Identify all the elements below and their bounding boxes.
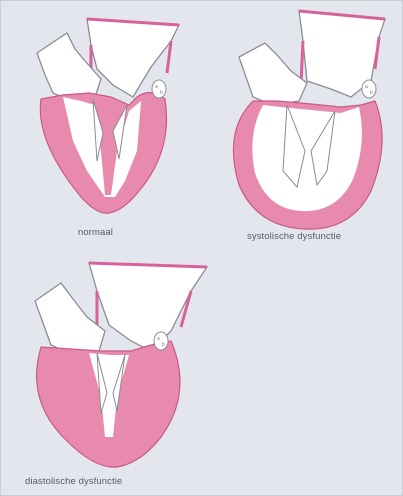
myocardium-normal xyxy=(40,92,166,213)
caption-normal: normaal xyxy=(78,227,113,238)
caption-systolic-dysfunction: systolische dysfunctie xyxy=(247,231,341,242)
caption-diastolic-dysfunction: diastolische dysfunctie xyxy=(25,476,122,487)
valve-label-diastolic-b: b xyxy=(162,342,165,348)
atrium-diastolic xyxy=(35,283,105,355)
valve-label-diastolic-a: a xyxy=(157,336,160,342)
valve-label-normal-a: a xyxy=(155,84,158,90)
heart-systolic-dysfunction-icon xyxy=(233,11,385,229)
valve-label-systolic-a: a xyxy=(365,84,368,90)
aorta-diastolic xyxy=(89,263,207,351)
heart-diastolic-dysfunction-icon xyxy=(35,263,207,467)
atrium-systolic xyxy=(239,43,307,105)
heart-normal-icon xyxy=(37,19,179,213)
valve-label-systolic-b: b xyxy=(370,90,373,96)
valve-label-normal-b: b xyxy=(160,90,163,96)
